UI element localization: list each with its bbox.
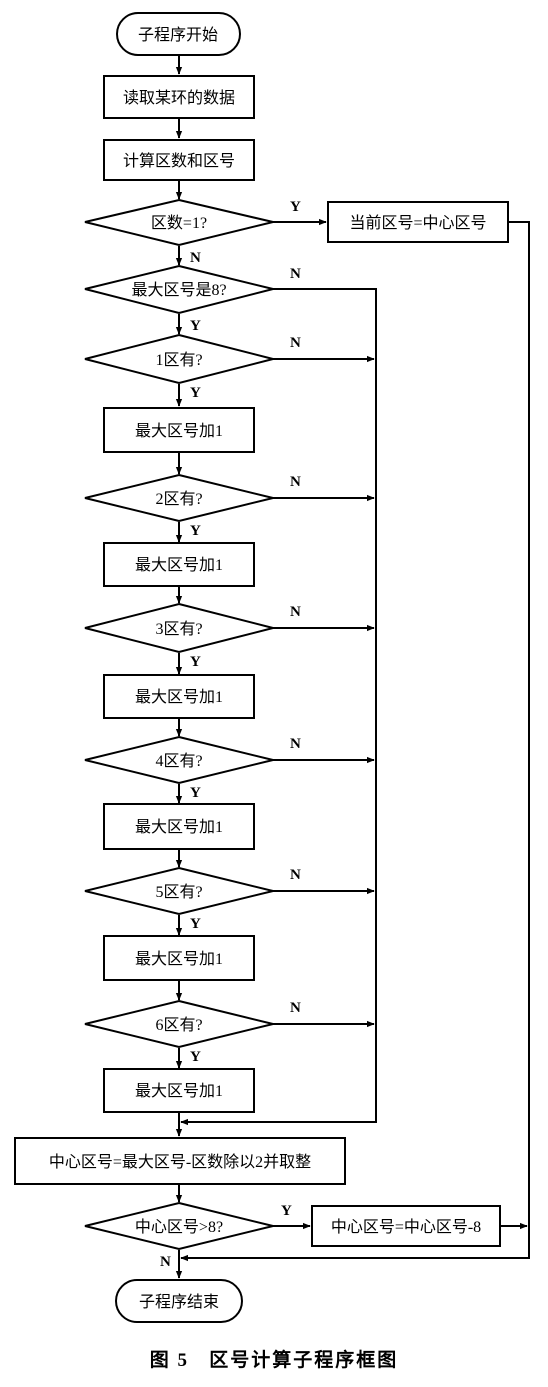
label-c3-no: N [290, 604, 301, 620]
end-terminator [115, 1279, 243, 1323]
label-c4-yes: Y [190, 785, 201, 801]
branch-labels: Y N N Y N Y N Y N Y N Y N Y N Y Y N [160, 199, 301, 1270]
center-sub-step: 中心区号=中心区号-8 [311, 1205, 501, 1247]
connector-lines [175, 55, 530, 1279]
decision-zone3-label: 3区有? [155, 620, 202, 638]
label-c2-no: N [290, 474, 301, 490]
inc-label-4: 最大区号加1 [135, 818, 223, 836]
decision-zone5-diamond [84, 866, 274, 916]
end-node: 子程序结束 [115, 1279, 243, 1323]
decision-zone1-diamond [84, 333, 274, 385]
decision-zone1: 1区有? [84, 333, 274, 385]
label-count-no: N [190, 250, 201, 266]
center-calc-box [14, 1137, 346, 1185]
label-c1-yes: Y [190, 385, 201, 401]
label-center-no: N [160, 1254, 171, 1270]
start-label: 子程序开始 [138, 26, 218, 44]
start-node: 子程序开始 [116, 12, 241, 56]
decision-count-diamond [84, 198, 274, 247]
read-step: 读取某环的数据 [103, 75, 255, 119]
inc-label-6: 最大区号加1 [135, 1082, 223, 1100]
label-c2-yes: Y [190, 523, 201, 539]
decision-center-label: 中心区号>8? [135, 1218, 223, 1236]
inc-box-4 [103, 803, 255, 850]
end-label: 子程序结束 [139, 1293, 219, 1311]
compute-label: 计算区数和区号 [123, 151, 235, 170]
label-count-yes: Y [290, 199, 301, 215]
decision-zone6-diamond [84, 999, 274, 1049]
label-c4-no: N [290, 736, 301, 752]
label-max8-no: N [290, 266, 301, 282]
set-current-step: 当前区号=中心区号 [327, 201, 509, 243]
inc-label-3: 最大区号加1 [135, 688, 223, 706]
inc-label-1: 最大区号加1 [135, 422, 223, 440]
decision-zone6-label: 6区有? [155, 1016, 202, 1034]
decision-zone3-diamond [84, 602, 274, 654]
decision-max8-label: 最大区号是8? [131, 281, 226, 299]
decision-count-label: 区数=1? [151, 214, 207, 232]
start-terminator [116, 12, 241, 56]
label-c6-yes: Y [190, 1049, 201, 1065]
line-current-to-end [180, 221, 530, 1262]
label-c5-no: N [290, 867, 301, 883]
center-sub-label: 中心区号=中心区号-8 [331, 1218, 481, 1236]
inc-step-1: 最大区号加1 [103, 407, 255, 453]
decision-zone3: 3区有? [84, 602, 274, 654]
center-calc-label: 中心区号=最大区号-区数除以2并取整 [49, 1153, 311, 1171]
inc-box-3 [103, 674, 255, 719]
figure-caption: 图 5 区号计算子程序框图 [150, 1348, 399, 1371]
inc-step-6: 最大区号加1 [103, 1068, 255, 1113]
inc-step-2: 最大区号加1 [103, 542, 255, 587]
decision-count: 区数=1? [84, 198, 274, 247]
line-max8-no-bus [180, 288, 377, 1126]
decision-zone2: 2区有? [84, 473, 274, 523]
inc-box-2 [103, 542, 255, 587]
decision-zone4-diamond [84, 735, 274, 785]
decision-zone1-label: 1区有? [155, 351, 202, 369]
inc-label-2: 最大区号加1 [135, 556, 223, 574]
label-max8-yes: Y [190, 318, 201, 334]
decision-zone5: 5区有? [84, 866, 274, 916]
center-calc-step: 中心区号=最大区号-区数除以2并取整 [14, 1137, 346, 1185]
compute-step: 计算区数和区号 [103, 139, 255, 181]
inc-step-4: 最大区号加1 [103, 803, 255, 850]
inc-box-5 [103, 935, 255, 981]
label-c1-no: N [290, 335, 301, 351]
center-sub-box [311, 1205, 501, 1247]
decision-max8: 最大区号是8? [84, 264, 274, 315]
compute-box [103, 139, 255, 181]
inc-label-5: 最大区号加1 [135, 950, 223, 968]
decision-zone6: 6区有? [84, 999, 274, 1049]
label-c5-yes: Y [190, 916, 201, 932]
decision-center: 中心区号>8? [84, 1201, 274, 1251]
label-c3-yes: Y [190, 654, 201, 670]
inc-step-3: 最大区号加1 [103, 674, 255, 719]
decision-zone2-diamond [84, 473, 274, 523]
set-current-box [327, 201, 509, 243]
inc-box-6 [103, 1068, 255, 1113]
decision-zone2-label: 2区有? [155, 490, 202, 508]
read-label: 读取某环的数据 [123, 89, 235, 107]
inc-step-5: 最大区号加1 [103, 935, 255, 981]
decision-zone4-label: 4区有? [155, 752, 202, 770]
label-c6-no: N [290, 1000, 301, 1016]
inc-box-1 [103, 407, 255, 453]
decision-max8-diamond [84, 264, 274, 315]
decision-zone4: 4区有? [84, 735, 274, 785]
decision-zone5-label: 5区有? [155, 883, 202, 901]
set-current-label: 当前区号=中心区号 [349, 214, 486, 232]
read-box [103, 75, 255, 119]
label-center-yes: Y [281, 1203, 292, 1219]
decision-center-diamond [84, 1201, 274, 1251]
